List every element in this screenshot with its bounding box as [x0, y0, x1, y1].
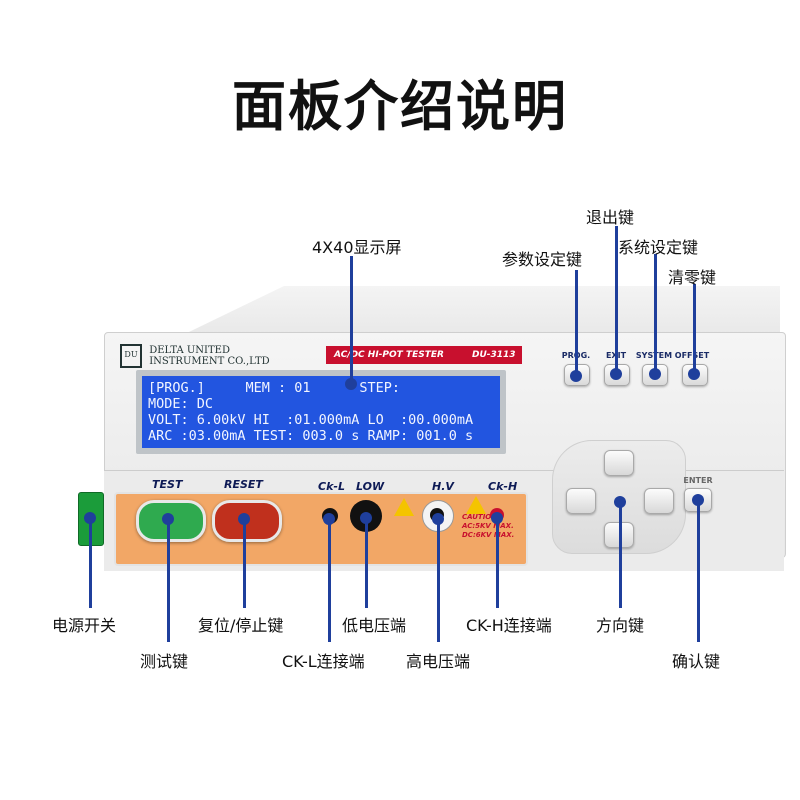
- model-number: DU-3113: [472, 350, 516, 360]
- page-title: 面板介绍说明: [232, 75, 568, 138]
- callout-line: [167, 518, 170, 642]
- callout-line: [350, 256, 353, 382]
- callout-dot: [688, 368, 700, 380]
- callout-dot: [614, 496, 626, 508]
- system-key-label: SYSTEM: [632, 351, 676, 360]
- callout-line: [697, 500, 700, 642]
- callout-line: [437, 518, 440, 642]
- lcd-line: ARC :03.00mA TEST: 003.0 s RAMP: 001.0 s: [148, 428, 474, 444]
- callout-reset-key: 复位/停止键: [198, 616, 284, 635]
- callout-line: [575, 270, 578, 378]
- low-label: LOW: [356, 480, 385, 493]
- callout-arrows: 方向键: [596, 616, 645, 635]
- callout-dot: [238, 513, 250, 525]
- offset-key-label: OFFSET: [674, 351, 710, 360]
- callout-offset-key: 清零键: [668, 268, 717, 287]
- callout-line: [89, 516, 92, 608]
- warning-icon: [394, 498, 414, 516]
- callout-line: [328, 518, 331, 642]
- callout-ck-h: CK-H连接端: [466, 616, 552, 635]
- up-arrow-button[interactable]: [604, 450, 634, 476]
- caution-text: CAUTION AC:5KV MAX. DC:6KV MAX.: [462, 513, 515, 539]
- brand-name: DELTA UNITED INSTRUMENT CO.,LTD: [149, 345, 270, 367]
- callout-power-switch: 电源开关: [52, 616, 117, 635]
- right-arrow-button[interactable]: [644, 488, 674, 514]
- callout-line: [243, 518, 246, 608]
- callout-dot: [570, 370, 582, 382]
- warning-icon: [466, 496, 486, 514]
- callout-dot: [649, 368, 661, 380]
- callout-dot: [432, 513, 444, 525]
- callout-line: [619, 500, 622, 608]
- test-label: TEST: [152, 478, 183, 491]
- hv-label: H.V: [432, 480, 454, 493]
- callout-dot: [692, 494, 704, 506]
- callout-dot: [84, 512, 96, 524]
- callout-dot: [323, 513, 335, 525]
- lcd-line: VOLT: 6.00kV HI :01.000mA LO :00.000mA: [148, 412, 474, 428]
- callout-hv: 高电压端: [406, 652, 471, 671]
- callout-system-key: 系统设定键: [618, 238, 699, 257]
- logo-mark: DU: [120, 344, 142, 368]
- callout-dot: [491, 512, 503, 524]
- callout-dot: [360, 512, 372, 524]
- callout-line: [365, 518, 368, 608]
- callout-line: [693, 284, 696, 374]
- test-button[interactable]: [136, 500, 206, 542]
- callout-dot: [162, 513, 174, 525]
- callout-dot: [345, 378, 357, 390]
- callout-low: 低电压端: [342, 616, 407, 635]
- callout-lcd: 4X40显示屏: [312, 238, 402, 257]
- enter-key-label: ENTER: [683, 476, 713, 485]
- tester-type: AC/DC HI-POT TESTER: [334, 350, 444, 360]
- lcd-line: [PROG.] MEM : 01 STEP:: [148, 380, 400, 396]
- callout-line: [496, 518, 499, 608]
- callout-line: [615, 226, 618, 372]
- lcd-line: MODE: DC: [148, 396, 214, 412]
- callout-dot: [610, 368, 622, 380]
- callout-test-key: 测试键: [140, 652, 189, 671]
- model-strip: AC/DC HI-POT TESTER DU-3113: [326, 346, 522, 364]
- callout-prog-key: 参数设定键: [502, 250, 583, 269]
- callout-enter: 确认键: [672, 652, 721, 671]
- callout-exit-key: 退出键: [586, 208, 635, 227]
- left-arrow-button[interactable]: [566, 488, 596, 514]
- ck-h-label: Ck-H: [488, 480, 518, 493]
- callout-ck-l: CK-L连接端: [282, 652, 365, 671]
- brand-logo: DU DELTA UNITED INSTRUMENT CO.,LTD: [120, 344, 300, 368]
- reset-label: RESET: [224, 478, 263, 491]
- ck-l-label: Ck-L: [318, 480, 345, 493]
- callout-line: [654, 254, 657, 374]
